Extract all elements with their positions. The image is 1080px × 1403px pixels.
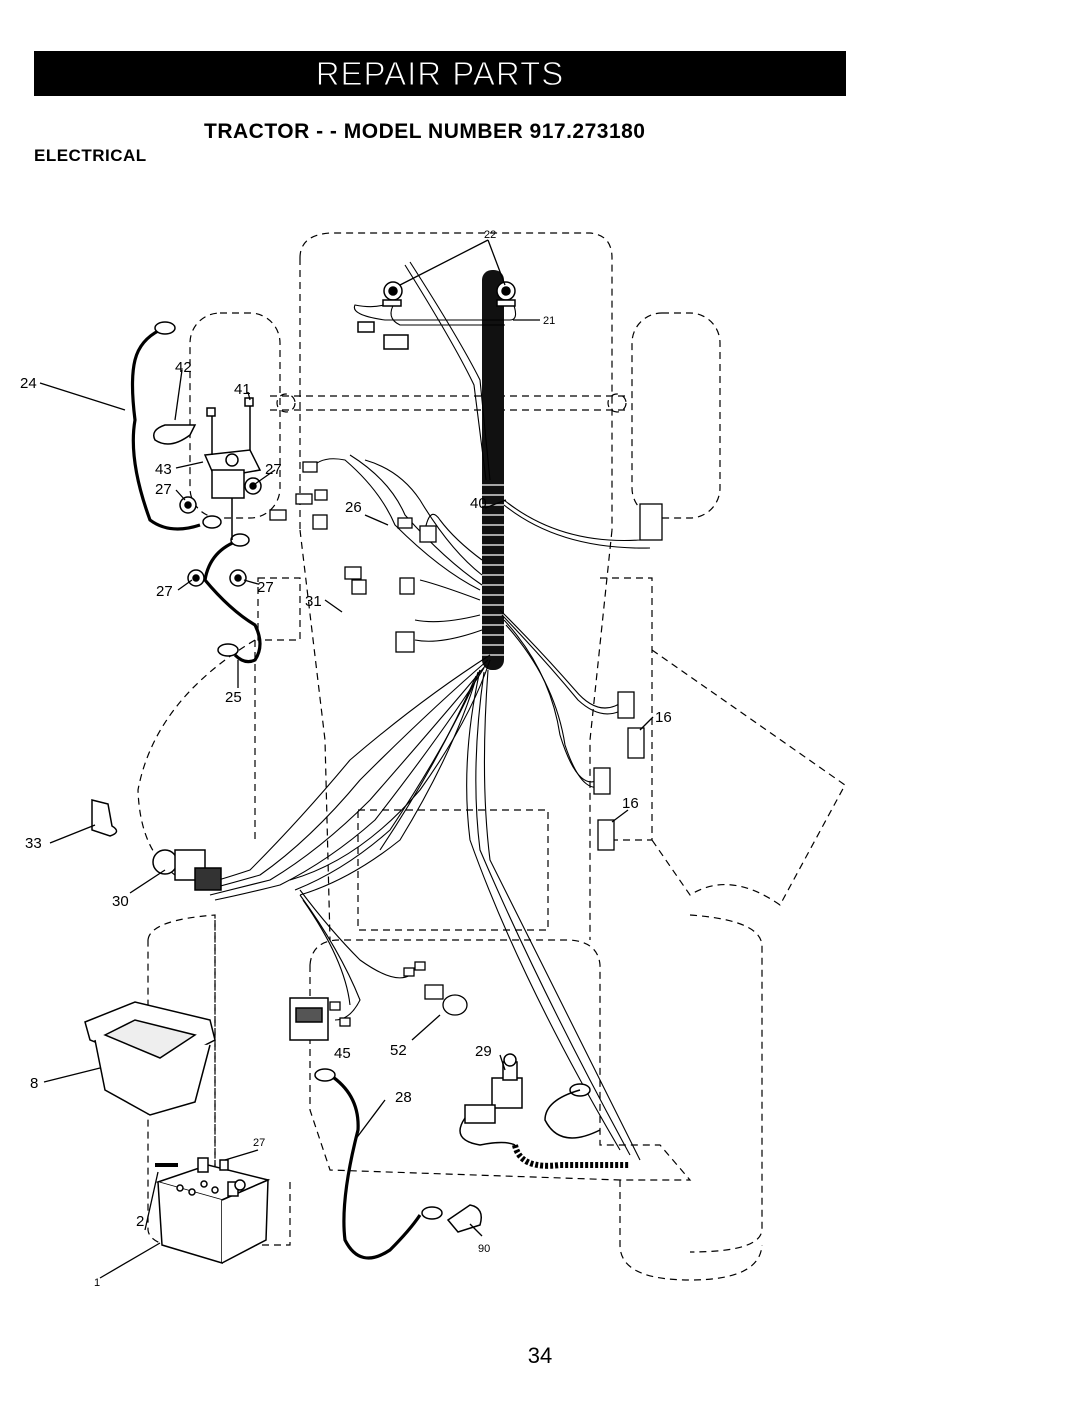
callout-26: 26 [345, 499, 362, 516]
callout-27-c: 27 [156, 583, 173, 600]
page-title: TRACTOR - - MODEL NUMBER 917.273180 [204, 120, 646, 143]
callout-27-d: 27 [257, 579, 274, 596]
seat-switch [491, 1053, 523, 1109]
headlights [357, 281, 516, 350]
callout-41: 41 [234, 381, 251, 398]
callout-30: 30 [112, 893, 129, 910]
battery-hardware [155, 1157, 229, 1173]
ignition-key [91, 799, 118, 837]
callout-28: 28 [395, 1089, 412, 1106]
terminal-boot [446, 1204, 482, 1233]
connectors [269, 461, 663, 1027]
solenoid [203, 397, 262, 540]
callout-27-e: 27 [253, 1137, 265, 1149]
ignition-switch [152, 849, 222, 891]
callout-27-a: 27 [265, 461, 282, 478]
callout-21: 21 [543, 315, 555, 327]
battery [155, 1164, 271, 1265]
callout-16-b: 16 [622, 795, 639, 812]
part-callouts: 22 21 24 42 41 43 27 27 26 40 27 27 31 2… [20, 229, 672, 1289]
callout-27-b: 27 [155, 481, 172, 498]
callout-45: 45 [334, 1045, 351, 1062]
callout-8: 8 [30, 1075, 38, 1092]
callout-31: 31 [305, 593, 322, 610]
banner-text: REPAIR PARTS [315, 54, 565, 92]
callout-33: 33 [25, 835, 42, 852]
coiled-cord [459, 1089, 630, 1169]
callout-90: 90 [478, 1243, 490, 1255]
battery-tray [84, 1001, 216, 1116]
callout-24: 24 [20, 375, 37, 392]
callout-1: 1 [94, 1277, 100, 1289]
callout-29: 29 [475, 1043, 492, 1060]
leader-lines [39, 239, 654, 1279]
wire-harness-conduit [482, 270, 504, 670]
gauge [289, 997, 329, 1041]
callout-42: 42 [175, 359, 192, 376]
callout-22: 22 [484, 229, 496, 241]
callout-40: 40 [470, 495, 487, 512]
repair-parts-banner: REPAIR PARTS [34, 51, 846, 96]
nuts [179, 477, 262, 587]
callout-25: 25 [225, 689, 242, 706]
callout-52: 52 [390, 1042, 407, 1059]
bulb [442, 994, 468, 1016]
callout-16-a: 16 [655, 709, 672, 726]
battery-cables [130, 328, 422, 1260]
section-title: ELECTRICAL [34, 146, 147, 165]
clip [153, 424, 197, 445]
wire-bundles [199, 261, 651, 1161]
page-number: 34 [527, 1343, 553, 1368]
callout-2: 2 [136, 1213, 144, 1230]
callout-43: 43 [155, 461, 172, 478]
